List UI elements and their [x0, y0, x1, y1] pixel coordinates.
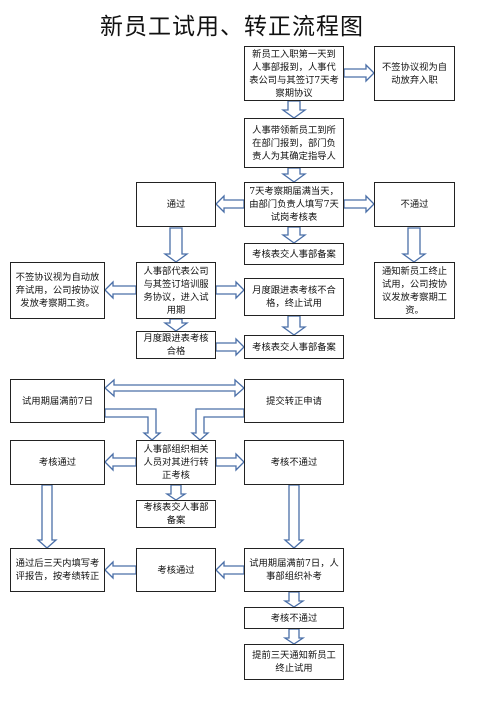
flow-arrow-7: [163, 227, 189, 263]
node-lead-to-dept: 人事带领新员工到所在部门报到，部门负责人为其确定指导人: [244, 118, 344, 168]
flow-arrow-11: [36, 484, 58, 549]
flow-arrow-15: [343, 194, 375, 214]
node-no-agreement-1: 不签协议视为自动放弃入职: [374, 46, 455, 101]
flow-arrow-1: [281, 100, 307, 119]
flow-arrow-23: [104, 378, 245, 398]
node-file-hr-3: 考核表交人事部备案: [136, 500, 216, 528]
node-sign-training: 人事部代表公司与其签订培训服务协议，进入试用期: [136, 262, 216, 319]
node-makeup-pass: 考核通过: [136, 548, 216, 592]
node-probation-7day: 7天考察期届满当天，由部门负责人填写7天试岗考核表: [244, 182, 344, 227]
flow-arrow-25: [190, 408, 245, 441]
node-no-agreement-2: 不签协议视为自动放弃试用，公司按协议发放考察期工资。: [10, 262, 105, 319]
node-monthly-pass: 月度跟进表考核合格: [136, 331, 216, 359]
flow-arrow-22: [104, 560, 137, 580]
node-makeup-exam: 试用期届满前7日，人事部组织补考: [244, 548, 344, 592]
node-report-3day: 通过后三天内填写考评报告，按考绩转正: [10, 548, 105, 592]
flow-arrow-21: [215, 560, 245, 580]
flow-arrow-4: [281, 315, 307, 336]
flow-arrow-5: [282, 591, 306, 608]
node-probation-end-7: 试用期届满前7日: [10, 379, 105, 423]
flow-arrow-14: [215, 194, 245, 214]
node-notify-3day: 提前三天通知新员工终止试用: [244, 644, 344, 680]
flow-arrow-2: [281, 167, 307, 183]
flow-arrow-9: [164, 484, 188, 501]
flow-arrow-24: [104, 408, 162, 441]
flow-arrow-19: [104, 452, 137, 472]
flow-arrow-6: [282, 628, 306, 645]
node-makeup-fail: 考核不通过: [244, 607, 344, 629]
node-file-hr-2: 考核表交人事部备案: [244, 335, 344, 359]
node-fail-1: 不通过: [374, 182, 455, 227]
flow-arrow-3: [281, 226, 307, 244]
flow-arrow-8: [163, 318, 189, 332]
node-submit-regular: 提交转正申请: [244, 379, 344, 423]
node-exam-pass: 考核通过: [10, 440, 105, 485]
flow-arrow-12: [283, 484, 305, 549]
node-exam-fail: 考核不通过: [244, 440, 344, 485]
flow-arrow-13: [343, 63, 375, 83]
flow-arrow-20: [215, 452, 245, 472]
flow-arrow-18: [215, 337, 245, 357]
node-pass-1: 通过: [136, 182, 216, 227]
node-monthly-fail: 月度跟进表考核不合格，终止试用: [244, 278, 344, 316]
node-hr-review: 人事部组织相关人员对其进行转正考核: [136, 440, 216, 485]
page-title: 新员工试用、转正流程图: [100, 14, 364, 40]
node-start: 新员工入职第一天到人事部报到，人事代表公司与其签订7天考察期协议: [244, 46, 344, 101]
node-file-hr-1: 考核表交人事部备案: [244, 243, 344, 265]
flow-arrow-10: [401, 227, 427, 263]
flow-arrow-17: [215, 280, 245, 300]
node-notify-terminate: 通知新员工终止试用，公司按协议发放考察期工资。: [374, 262, 455, 319]
flow-arrow-16: [104, 280, 137, 300]
